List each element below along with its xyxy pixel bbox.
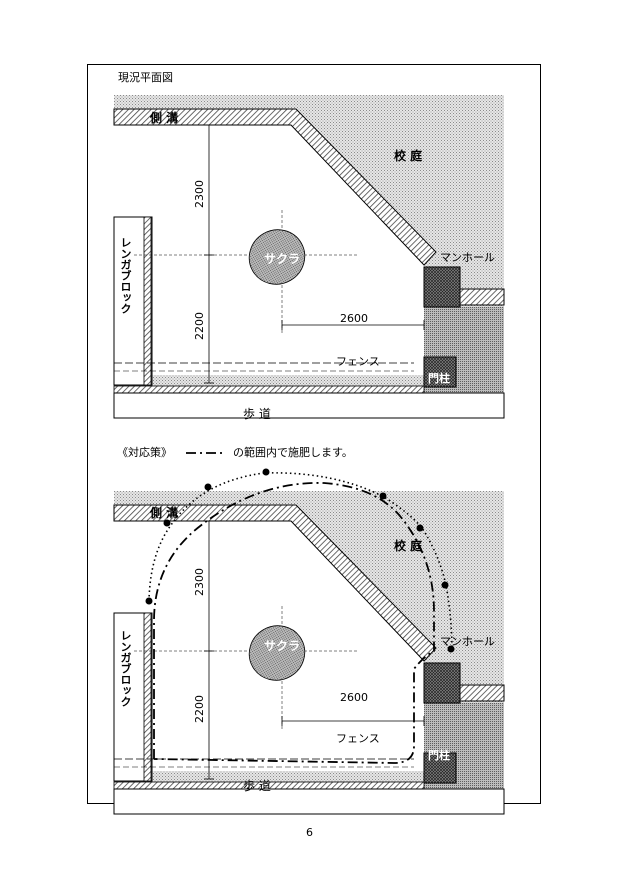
dim-vertical-lower: 2200 (193, 312, 206, 340)
brick-block-label: レンガブロック (119, 237, 132, 314)
gutter-label: 側 溝 (150, 111, 179, 125)
fence-label-2: フェンス (336, 732, 380, 745)
page-number: 6 (306, 826, 313, 839)
schoolyard-label-2: 校 庭 (394, 539, 423, 553)
countermeasure-text: の範囲内で施肥します。 (233, 446, 353, 459)
sakura-label-2: サクラ (264, 639, 301, 653)
sidewalk-label: 歩 道 (243, 407, 271, 421)
manhole-label-2: マンホール (440, 635, 495, 648)
plan-title: 現況平面図 (118, 71, 173, 84)
schoolyard-label: 校 庭 (394, 149, 423, 163)
gutter-label-2: 側 溝 (150, 506, 179, 520)
dim-horizontal-2: 2600 (340, 691, 368, 704)
manhole-label: マンホール (440, 251, 495, 264)
gate-post-label: 門柱 (428, 372, 450, 385)
fence-label: フェンス (336, 355, 380, 368)
dim-vertical-lower-2: 2200 (193, 695, 206, 723)
gate-post-label-2: 門柱 (428, 749, 450, 762)
brick-block-label-2: レンガブロック (119, 630, 132, 707)
countermeasure-label: 《対応策》 (117, 446, 172, 459)
sidewalk-label-2: 歩 道 (243, 779, 271, 793)
countermeasure-plan-diagram (113, 468, 505, 815)
dim-vertical-upper-2: 2300 (193, 568, 206, 596)
sakura-label: サクラ (264, 252, 301, 266)
dim-horizontal: 2600 (340, 312, 368, 325)
dim-vertical-upper: 2300 (193, 180, 206, 208)
